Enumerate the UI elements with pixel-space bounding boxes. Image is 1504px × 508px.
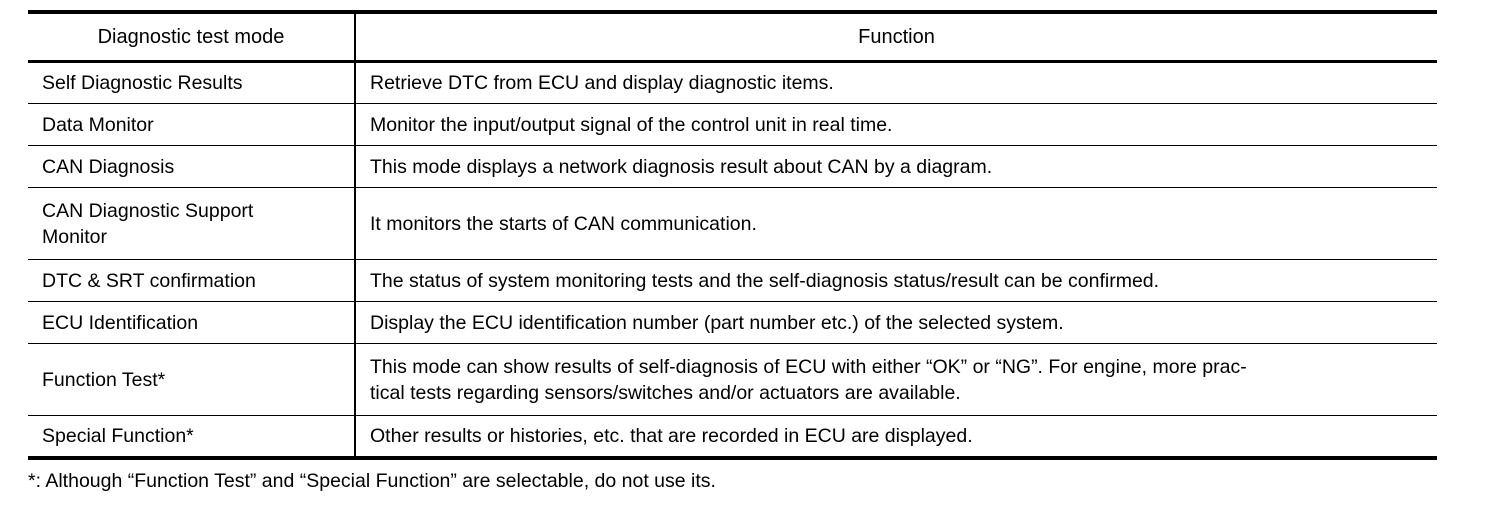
table-header-row: Diagnostic test mode Function bbox=[28, 12, 1437, 62]
cell-test-mode: CAN Diagnostic Support Monitor bbox=[28, 187, 356, 260]
diagnostic-test-mode-table-container: Diagnostic test mode Function Self Diagn… bbox=[28, 10, 1437, 460]
cell-test-mode: ECU Identification bbox=[28, 301, 356, 344]
table-row: DTC & SRT confirmation The status of sys… bbox=[28, 259, 1437, 302]
test-mode-label: Special Function* bbox=[42, 424, 194, 447]
table-row: Data Monitor Monitor the input/output si… bbox=[28, 103, 1437, 146]
table-row: CAN Diagnosis This mode displays a netwo… bbox=[28, 145, 1437, 188]
table-body: Self Diagnostic Results Retrieve DTC fro… bbox=[28, 61, 1437, 458]
test-mode-label: CAN Diagnostic Support Monitor bbox=[42, 199, 254, 248]
function-description: Display the ECU identification number (p… bbox=[370, 311, 1064, 334]
function-description: Retrieve DTC from ECU and display diagno… bbox=[370, 72, 834, 94]
cell-function: Retrieve DTC from ECU and display diagno… bbox=[355, 62, 1437, 104]
function-description: This mode displays a network diagnosis r… bbox=[370, 155, 993, 178]
cell-function: It monitors the starts of CAN communicat… bbox=[355, 188, 1437, 260]
function-description: Monitor the input/output signal of the c… bbox=[370, 113, 893, 136]
cell-function: The status of system monitoring tests an… bbox=[355, 260, 1437, 302]
table-footnote: *: Although “Function Test” and “Special… bbox=[28, 470, 716, 492]
cell-test-mode: Data Monitor bbox=[28, 103, 356, 146]
cell-test-mode: Self Diagnostic Results bbox=[28, 61, 356, 104]
cell-test-mode: Special Function* bbox=[28, 415, 356, 458]
function-description: The status of system monitoring tests an… bbox=[370, 269, 1160, 292]
column-header-function: Function bbox=[858, 26, 935, 48]
test-mode-label: Function Test* bbox=[42, 368, 166, 391]
column-header-diagnostic-test-mode: Diagnostic test mode bbox=[28, 12, 356, 62]
cell-function: Display the ECU identification number (p… bbox=[355, 302, 1437, 344]
table-header: Diagnostic test mode Function bbox=[28, 12, 1437, 62]
test-mode-label: Self Diagnostic Results bbox=[42, 72, 243, 94]
diagnostic-test-mode-table: Diagnostic test mode Function Self Diagn… bbox=[28, 10, 1437, 460]
cell-test-mode: Function Test* bbox=[28, 343, 356, 416]
table-row: Special Function* Other results or histo… bbox=[28, 415, 1437, 458]
function-description: It monitors the starts of CAN communicat… bbox=[370, 212, 757, 235]
table-row: CAN Diagnostic Support Monitor It monito… bbox=[28, 187, 1437, 260]
cell-function: Monitor the input/output signal of the c… bbox=[355, 104, 1437, 146]
cell-test-mode: DTC & SRT confirmation bbox=[28, 259, 356, 302]
cell-function: Other results or histories, etc. that ar… bbox=[355, 416, 1437, 458]
cell-test-mode: CAN Diagnosis bbox=[28, 145, 356, 188]
test-mode-label: DTC & SRT confirmation bbox=[42, 269, 256, 292]
test-mode-label: ECU Identification bbox=[42, 311, 199, 334]
test-mode-label: Data Monitor bbox=[42, 113, 154, 136]
table-row: Function Test* This mode can show result… bbox=[28, 343, 1437, 416]
function-description: This mode can show results of self-diagn… bbox=[370, 355, 1247, 404]
test-mode-label: CAN Diagnosis bbox=[42, 155, 175, 178]
cell-function: This mode can show results of self-diagn… bbox=[355, 344, 1437, 416]
function-description: Other results or histories, etc. that ar… bbox=[370, 424, 973, 447]
table-row: Self Diagnostic Results Retrieve DTC fro… bbox=[28, 61, 1437, 104]
cell-function: This mode displays a network diagnosis r… bbox=[355, 146, 1437, 188]
table-row: ECU Identification Display the ECU ident… bbox=[28, 301, 1437, 344]
